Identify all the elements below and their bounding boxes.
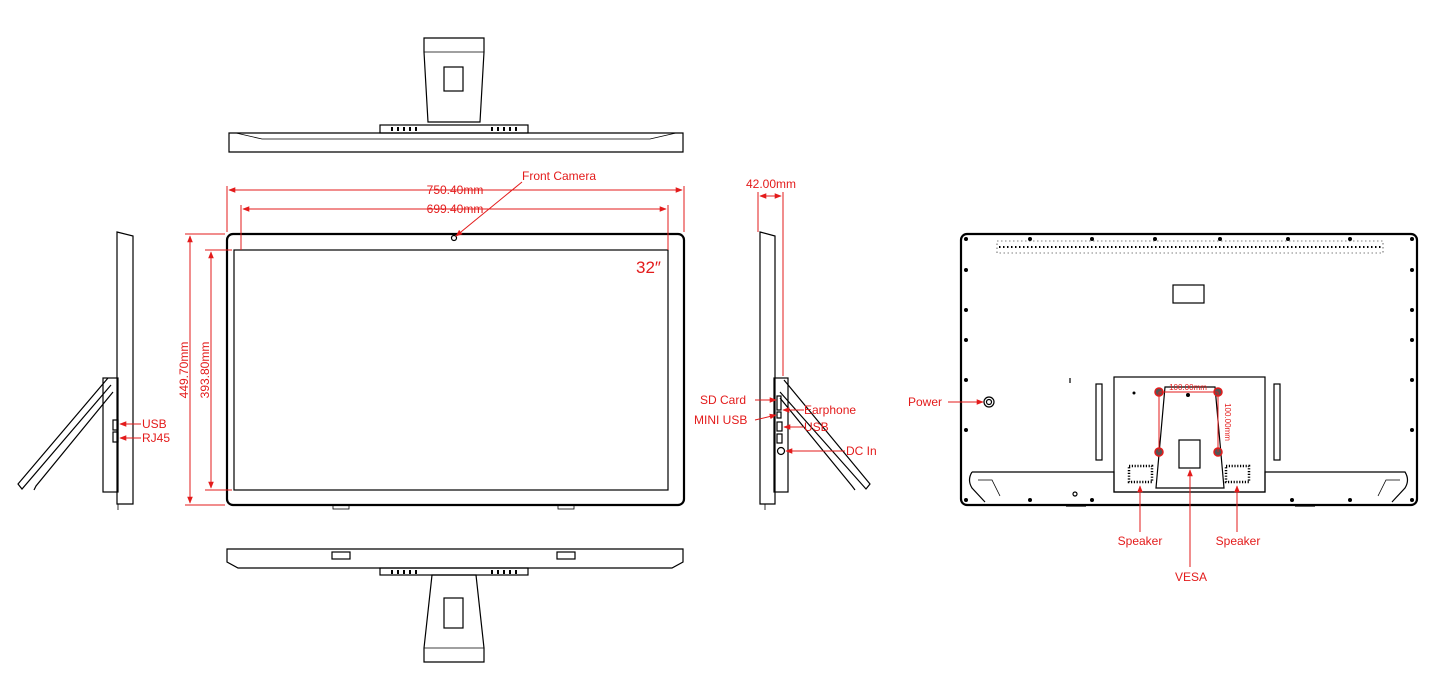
right-side-back-housing [773, 377, 789, 493]
dim-inner-width: 699.40mm [427, 202, 484, 216]
dim-vesa-horizontal: 100.00mm [1169, 383, 1207, 392]
screen-area [233, 249, 669, 491]
sd-card-label: SD Card [700, 393, 746, 407]
monitor-outer-frame [225, 232, 686, 507]
back-slot-right [1273, 383, 1281, 461]
top-view [228, 37, 684, 153]
left-usb-label: USB [142, 417, 167, 431]
left-side-body [116, 231, 134, 505]
earphone-label: Earphone [804, 403, 856, 417]
speaker-grille-left [1127, 464, 1154, 484]
stand-bottom [423, 574, 485, 663]
mini-usb-label: MINI USB [694, 413, 747, 427]
back-outer-frame [959, 232, 1419, 507]
speaker-left-label: Speaker [1118, 534, 1163, 548]
front-camera-label: Front Camera [522, 169, 596, 183]
vesa-holes [1154, 387, 1223, 457]
stand-cutout-top [443, 66, 464, 92]
front-dimensions [185, 181, 685, 506]
left-rj45-label: RJ45 [142, 431, 170, 445]
bezel-bottom-edge [226, 548, 684, 569]
front-view [225, 232, 686, 510]
vent-holes-top-left [391, 127, 417, 131]
dim-vesa-vertical: 100.00mm [1223, 403, 1232, 441]
power-button [983, 396, 995, 408]
hinge-bar-top [379, 124, 529, 134]
front-camera-dot [450, 234, 458, 242]
back-vent-strip [996, 240, 1384, 254]
stand-top [423, 37, 485, 123]
speaker-grille-right [1224, 464, 1251, 484]
back-slot-left [1095, 383, 1103, 461]
right-usb-label: USB [804, 420, 829, 434]
bottom-view [226, 548, 684, 663]
back-label-plate [1172, 284, 1205, 304]
power-label: Power [908, 395, 942, 409]
hinge-bar-bottom [379, 567, 529, 576]
back-annotations [948, 391, 1240, 567]
vesa-label: VESA [1175, 570, 1207, 584]
dim-outer-height: 449.70mm [177, 342, 191, 399]
right-side-body [759, 231, 776, 505]
vent-holes-top-right [491, 127, 517, 131]
right-side-view [754, 192, 871, 510]
vent-holes-bottom [391, 570, 517, 574]
dim-outer-width: 750.40mm [427, 183, 484, 197]
dim-inner-height: 393.80mm [198, 342, 212, 399]
dc-in-label: DC In [846, 444, 877, 458]
back-view [959, 232, 1419, 507]
back-screws [964, 237, 1414, 502]
screen-size-label: 32″ [636, 258, 661, 277]
front-camera-leader [455, 181, 523, 237]
bezel-top-edge [228, 132, 684, 153]
speaker-right-label: Speaker [1216, 534, 1261, 548]
dim-depth: 42.00mm [746, 177, 796, 191]
left-side-view [17, 231, 141, 510]
back-stand-cutout [1178, 439, 1201, 469]
stand-cutout-bottom [443, 597, 464, 629]
